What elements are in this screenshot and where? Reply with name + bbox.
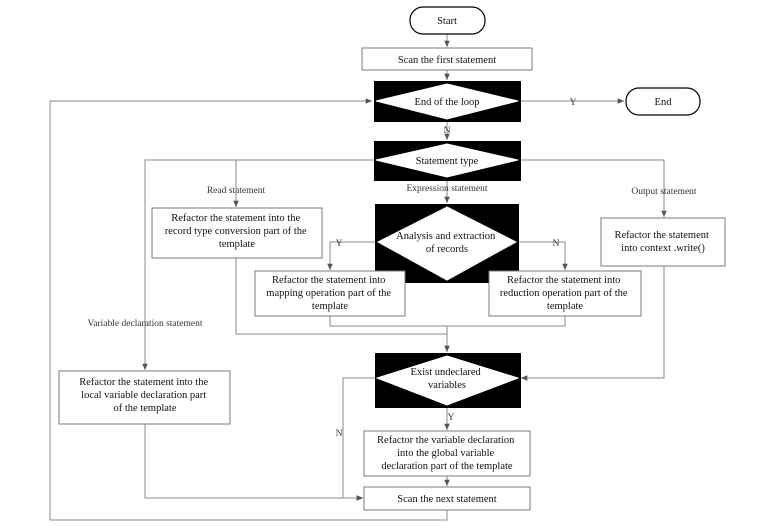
edge-analysis-to-reduction	[516, 241, 568, 270]
edges	[49, 34, 667, 521]
label-exist-yes: Y	[448, 413, 455, 423]
output-refactor-box: Refactor the statement into context .wri…	[600, 217, 726, 267]
read-refactor-box: Refactor the statement into the record t…	[151, 207, 323, 259]
mapping-label: Refactor the statement into mapping oper…	[266, 275, 393, 312]
edge-analysis-to-mapping	[327, 241, 379, 270]
label-expression-statement: Expression statement	[407, 184, 488, 194]
reduction-label: Refactor the statement into reduction op…	[500, 275, 630, 312]
read-refactor-label: Refactor the statement into the record t…	[165, 213, 310, 250]
end-node: End	[625, 87, 701, 116]
statement-type-decision: Statement type	[374, 141, 521, 181]
start-label: Start	[437, 16, 457, 27]
mapping-box: Refactor the statement into mapping oper…	[254, 270, 406, 317]
edge-local-to-scan-next	[144, 424, 363, 501]
end-loop-decision: End of the loop	[374, 81, 521, 122]
label-read-statement: Read statement	[207, 186, 266, 196]
analysis-decision: Analysis and extraction of records	[375, 204, 519, 283]
edge-mapping-reduction-merge	[329, 316, 566, 327]
edge-type-to-read	[233, 159, 377, 207]
label-variable-declaration: Variable declaration statement	[87, 319, 202, 329]
edge-loop-back	[49, 98, 448, 521]
global-decl-label: Refactor the variable declaration into t…	[377, 435, 517, 472]
edge-read-merge	[235, 258, 447, 335]
scan-first-node: Scan the first statement	[361, 47, 533, 71]
scan-next-label: Scan the next statement	[397, 494, 497, 505]
exist-undeclared-decision: Exist undeclared variables	[375, 353, 521, 408]
label-loop-yes: Y	[570, 98, 577, 108]
output-refactor-label: Refactor the statement into context .wri…	[614, 230, 711, 254]
edge-labels: Y N Read statement Expression statement …	[87, 98, 696, 439]
edge-type-to-vardecl	[142, 159, 377, 370]
edge-output-to-exist	[521, 266, 665, 381]
analysis-label: Analysis and extraction of records	[396, 231, 498, 255]
reduction-box: Refactor the statement into reduction op…	[488, 270, 642, 317]
local-decl-box: Refactor the statement into the local va…	[58, 370, 231, 425]
label-analysis-yes: Y	[336, 239, 343, 249]
label-exist-no: N	[336, 429, 343, 439]
end-loop-label: End of the loop	[414, 97, 479, 108]
exist-undeclared-label: Exist undeclared variables	[411, 367, 484, 391]
scan-next-node: Scan the next statement	[363, 486, 531, 511]
label-loop-no: N	[444, 126, 451, 136]
start-node: Start	[409, 6, 486, 35]
global-decl-box: Refactor the variable declaration into t…	[363, 430, 531, 477]
end-label: End	[655, 97, 673, 108]
scan-first-label: Scan the first statement	[398, 55, 496, 66]
edge-type-to-output	[519, 159, 667, 217]
local-decl-label: Refactor the statement into the local va…	[79, 377, 211, 414]
label-output-statement: Output statement	[631, 187, 697, 197]
label-analysis-no: N	[553, 239, 560, 249]
statement-type-label: Statement type	[416, 156, 479, 167]
